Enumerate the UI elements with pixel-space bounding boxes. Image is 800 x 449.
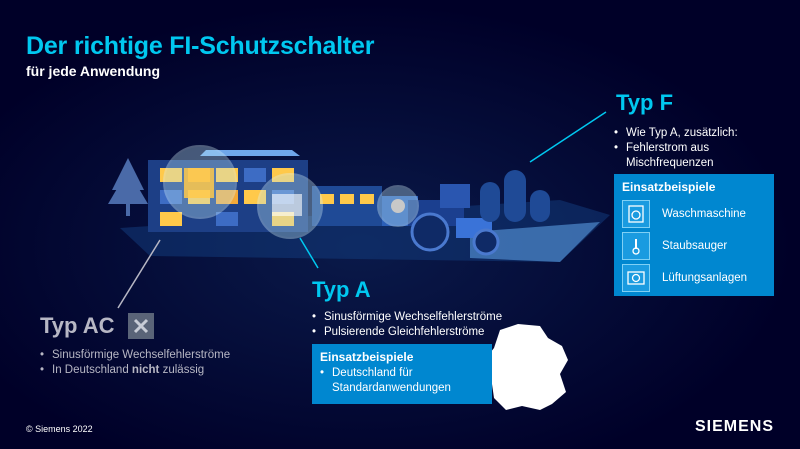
typ-a-bullet: Pulsierende Gleichfehlerströme <box>312 325 532 340</box>
example-ventilation: Lüftungsanlagen <box>622 264 747 292</box>
tree-icon <box>108 158 148 216</box>
typ-f-examples-title: Einsatzbeispiele <box>622 180 716 194</box>
typ-f-bullet: Fehlerstrom aus Mischfrequenzen <box>614 141 784 171</box>
typ-ac-bullet: Sinusförmige Wechselfehlerströme <box>40 348 270 363</box>
page-subtitle: für jede Anwendung <box>26 63 161 79</box>
connector-typ-f <box>529 111 607 163</box>
typ-ac-bullets: Sinusförmige Wechselfehlerströme In Deut… <box>40 348 270 378</box>
tractor-illustration <box>377 184 500 256</box>
typ-a-heading: Typ A <box>312 277 371 302</box>
example-washing-machine: Waschmaschine <box>622 200 746 228</box>
silos-illustration <box>480 170 550 222</box>
typ-f-bullet: Wie Typ A, zusätzlich: <box>614 126 784 141</box>
example-label: Waschmaschine <box>662 208 746 220</box>
connector-typ-ac <box>117 239 161 309</box>
vacuum-cleaner-icon <box>622 232 650 260</box>
typ-a-bullets: Sinusförmige Wechselfehlerströme Pulsier… <box>312 310 532 340</box>
not-allowed-icon <box>128 313 154 339</box>
page-title: Der richtige FI-Schutzschalter <box>26 32 375 60</box>
typ-a-examples-list: Deutschland für Standardanwendungen <box>320 366 470 396</box>
typ-ac-bullet-bold: nicht <box>131 364 160 376</box>
siemens-logo: SIEMENS <box>694 418 774 435</box>
typ-a-bullet: Sinusförmige Wechselfehlerströme <box>312 310 532 325</box>
typ-f-bullets: Wie Typ A, zusätzlich: Fehlerstrom aus M… <box>614 126 784 171</box>
example-label: Lüftungsanlagen <box>662 272 748 284</box>
example-label: Staubsauger <box>662 240 728 252</box>
typ-ac-bullet-text: zulässig <box>159 364 205 376</box>
copyright: © Siemens 2022 <box>26 424 93 434</box>
typ-a-examples-title: Einsatzbeispiele <box>320 350 414 364</box>
example-vacuum-cleaner: Staubsauger <box>622 232 727 260</box>
typ-ac-bullet-text: In Deutschland <box>52 364 132 376</box>
typ-ac-bullet: In Deutschland nicht zulässig <box>40 363 270 378</box>
typ-a-example: Deutschland für Standardanwendungen <box>320 366 470 396</box>
germany-map-icon <box>480 324 568 410</box>
connector-typ-a <box>299 237 319 269</box>
typ-a-examples-box: Einsatzbeispiele Deutschland für Standar… <box>312 344 492 404</box>
washing-machine-icon <box>622 200 650 228</box>
ventilation-icon <box>622 264 650 292</box>
typ-f-examples-box: Einsatzbeispiele Waschmaschine Staubsaug… <box>614 174 774 296</box>
typ-ac-heading: Typ AC <box>40 313 115 338</box>
typ-f-heading: Typ F <box>616 90 674 115</box>
